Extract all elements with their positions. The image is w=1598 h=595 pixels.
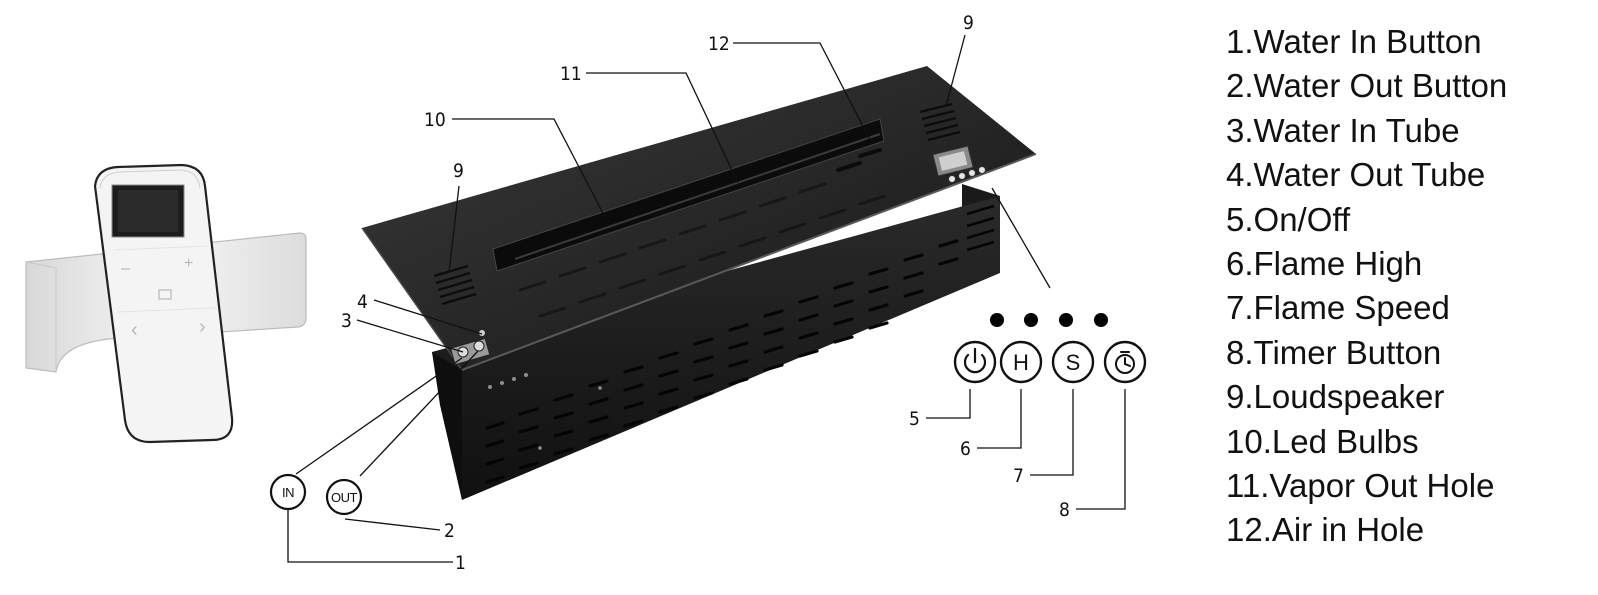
remote-plus-icon: + [184, 255, 193, 272]
callout-11: 11 [560, 63, 582, 85]
leader-3 [356, 319, 464, 353]
leader-in [295, 357, 463, 475]
on-off-button[interactable] [953, 340, 997, 384]
front-vents [485, 239, 959, 484]
callout-8: 8 [1059, 499, 1070, 521]
leader-9b [945, 34, 966, 107]
remote-control: – + ‹ › [25, 163, 307, 444]
leader-panel [991, 187, 1051, 289]
vapor-out-hole [514, 133, 881, 260]
timer-icon [1115, 351, 1135, 374]
water-in-button-label: IN [282, 485, 294, 500]
callout-10: 10 [424, 109, 446, 131]
callout-12: 12 [708, 33, 730, 55]
legend-item-on-off: 5.On/Off [1226, 200, 1351, 238]
callout-5: 5 [909, 408, 920, 430]
legend-item-water-in-tube: 3.Water In Tube [1226, 111, 1460, 149]
legend-item-flame-high: 6.Flame High [1226, 245, 1423, 283]
legend-item-water-in-button: 1.Water In Button [1226, 23, 1482, 60]
callout-9-left: 9 [453, 160, 464, 182]
flame-high-button[interactable]: H [999, 340, 1043, 384]
leader-10 [452, 118, 607, 220]
callout-4: 4 [357, 291, 368, 313]
legend-item-timer-button: 8.Timer Button [1226, 333, 1442, 371]
legend-item-water-out-button: 2.Water Out Button [1226, 67, 1508, 105]
legend-item-air-in-hole: 12.Air in Hole [1226, 511, 1425, 549]
leader-9a [448, 185, 460, 273]
fireplace-unit [361, 66, 1037, 500]
remote-home-icon [158, 289, 172, 300]
leader-6 [977, 389, 1022, 449]
unit-front-face [432, 196, 1000, 500]
legend-item-vapor-out-hole: 11.Vapor Out Hole [1226, 467, 1495, 505]
leader-8 [1076, 389, 1126, 510]
water-out-tube [473, 340, 485, 352]
air-in-holes [836, 148, 882, 172]
top-plate-pattern [518, 182, 887, 318]
legend-item-loudspeaker: 9.Loudspeaker [1226, 378, 1445, 416]
leader-1 [287, 509, 453, 563]
leader-11 [586, 72, 739, 184]
callout-7: 7 [1013, 465, 1024, 487]
leader-7 [1030, 389, 1074, 476]
loudspeaker-left [433, 264, 477, 306]
water-out-button[interactable]: OUT [325, 478, 363, 516]
flame-speed-button[interactable]: S [1051, 340, 1095, 384]
flame-speed-label: S [1066, 350, 1081, 375]
flame-high-label: H [1013, 350, 1029, 375]
timer-button[interactable] [1103, 340, 1147, 384]
callout-2: 2 [444, 520, 455, 542]
remote-minus-icon: – [121, 260, 130, 277]
remote-left-icon: ‹ [131, 319, 138, 341]
legend-item-flame-speed: 7.Flame Speed [1226, 289, 1450, 327]
leader-2 [344, 518, 441, 531]
leader-5 [926, 389, 971, 419]
water-in-button[interactable]: IN [269, 473, 307, 511]
legend-item-led-bulbs: 10.Led Bulbs [1226, 422, 1419, 460]
parts-legend: 1.Water In Button 2.Water Out Button 3.W… [1226, 20, 1507, 553]
callout-1: 1 [455, 552, 466, 574]
leader-4 [373, 299, 483, 335]
callout-numbers: 1 2 3 4 5 6 7 8 9 9 10 11 12 [341, 12, 1070, 574]
control-panel [932, 145, 986, 183]
callout-6: 6 [960, 438, 971, 460]
remote-right-icon: › [199, 316, 206, 338]
legend-item-water-out-tube: 4.Water Out Tube [1226, 156, 1486, 194]
leader-out [359, 350, 479, 477]
leader-lines [287, 34, 1126, 563]
water-out-button-label: OUT [331, 490, 358, 505]
power-icon [963, 347, 987, 374]
leader-12 [733, 42, 871, 141]
callout-9-right: 9 [963, 12, 974, 34]
callout-3: 3 [341, 310, 352, 332]
indicator-dots [990, 313, 1108, 327]
